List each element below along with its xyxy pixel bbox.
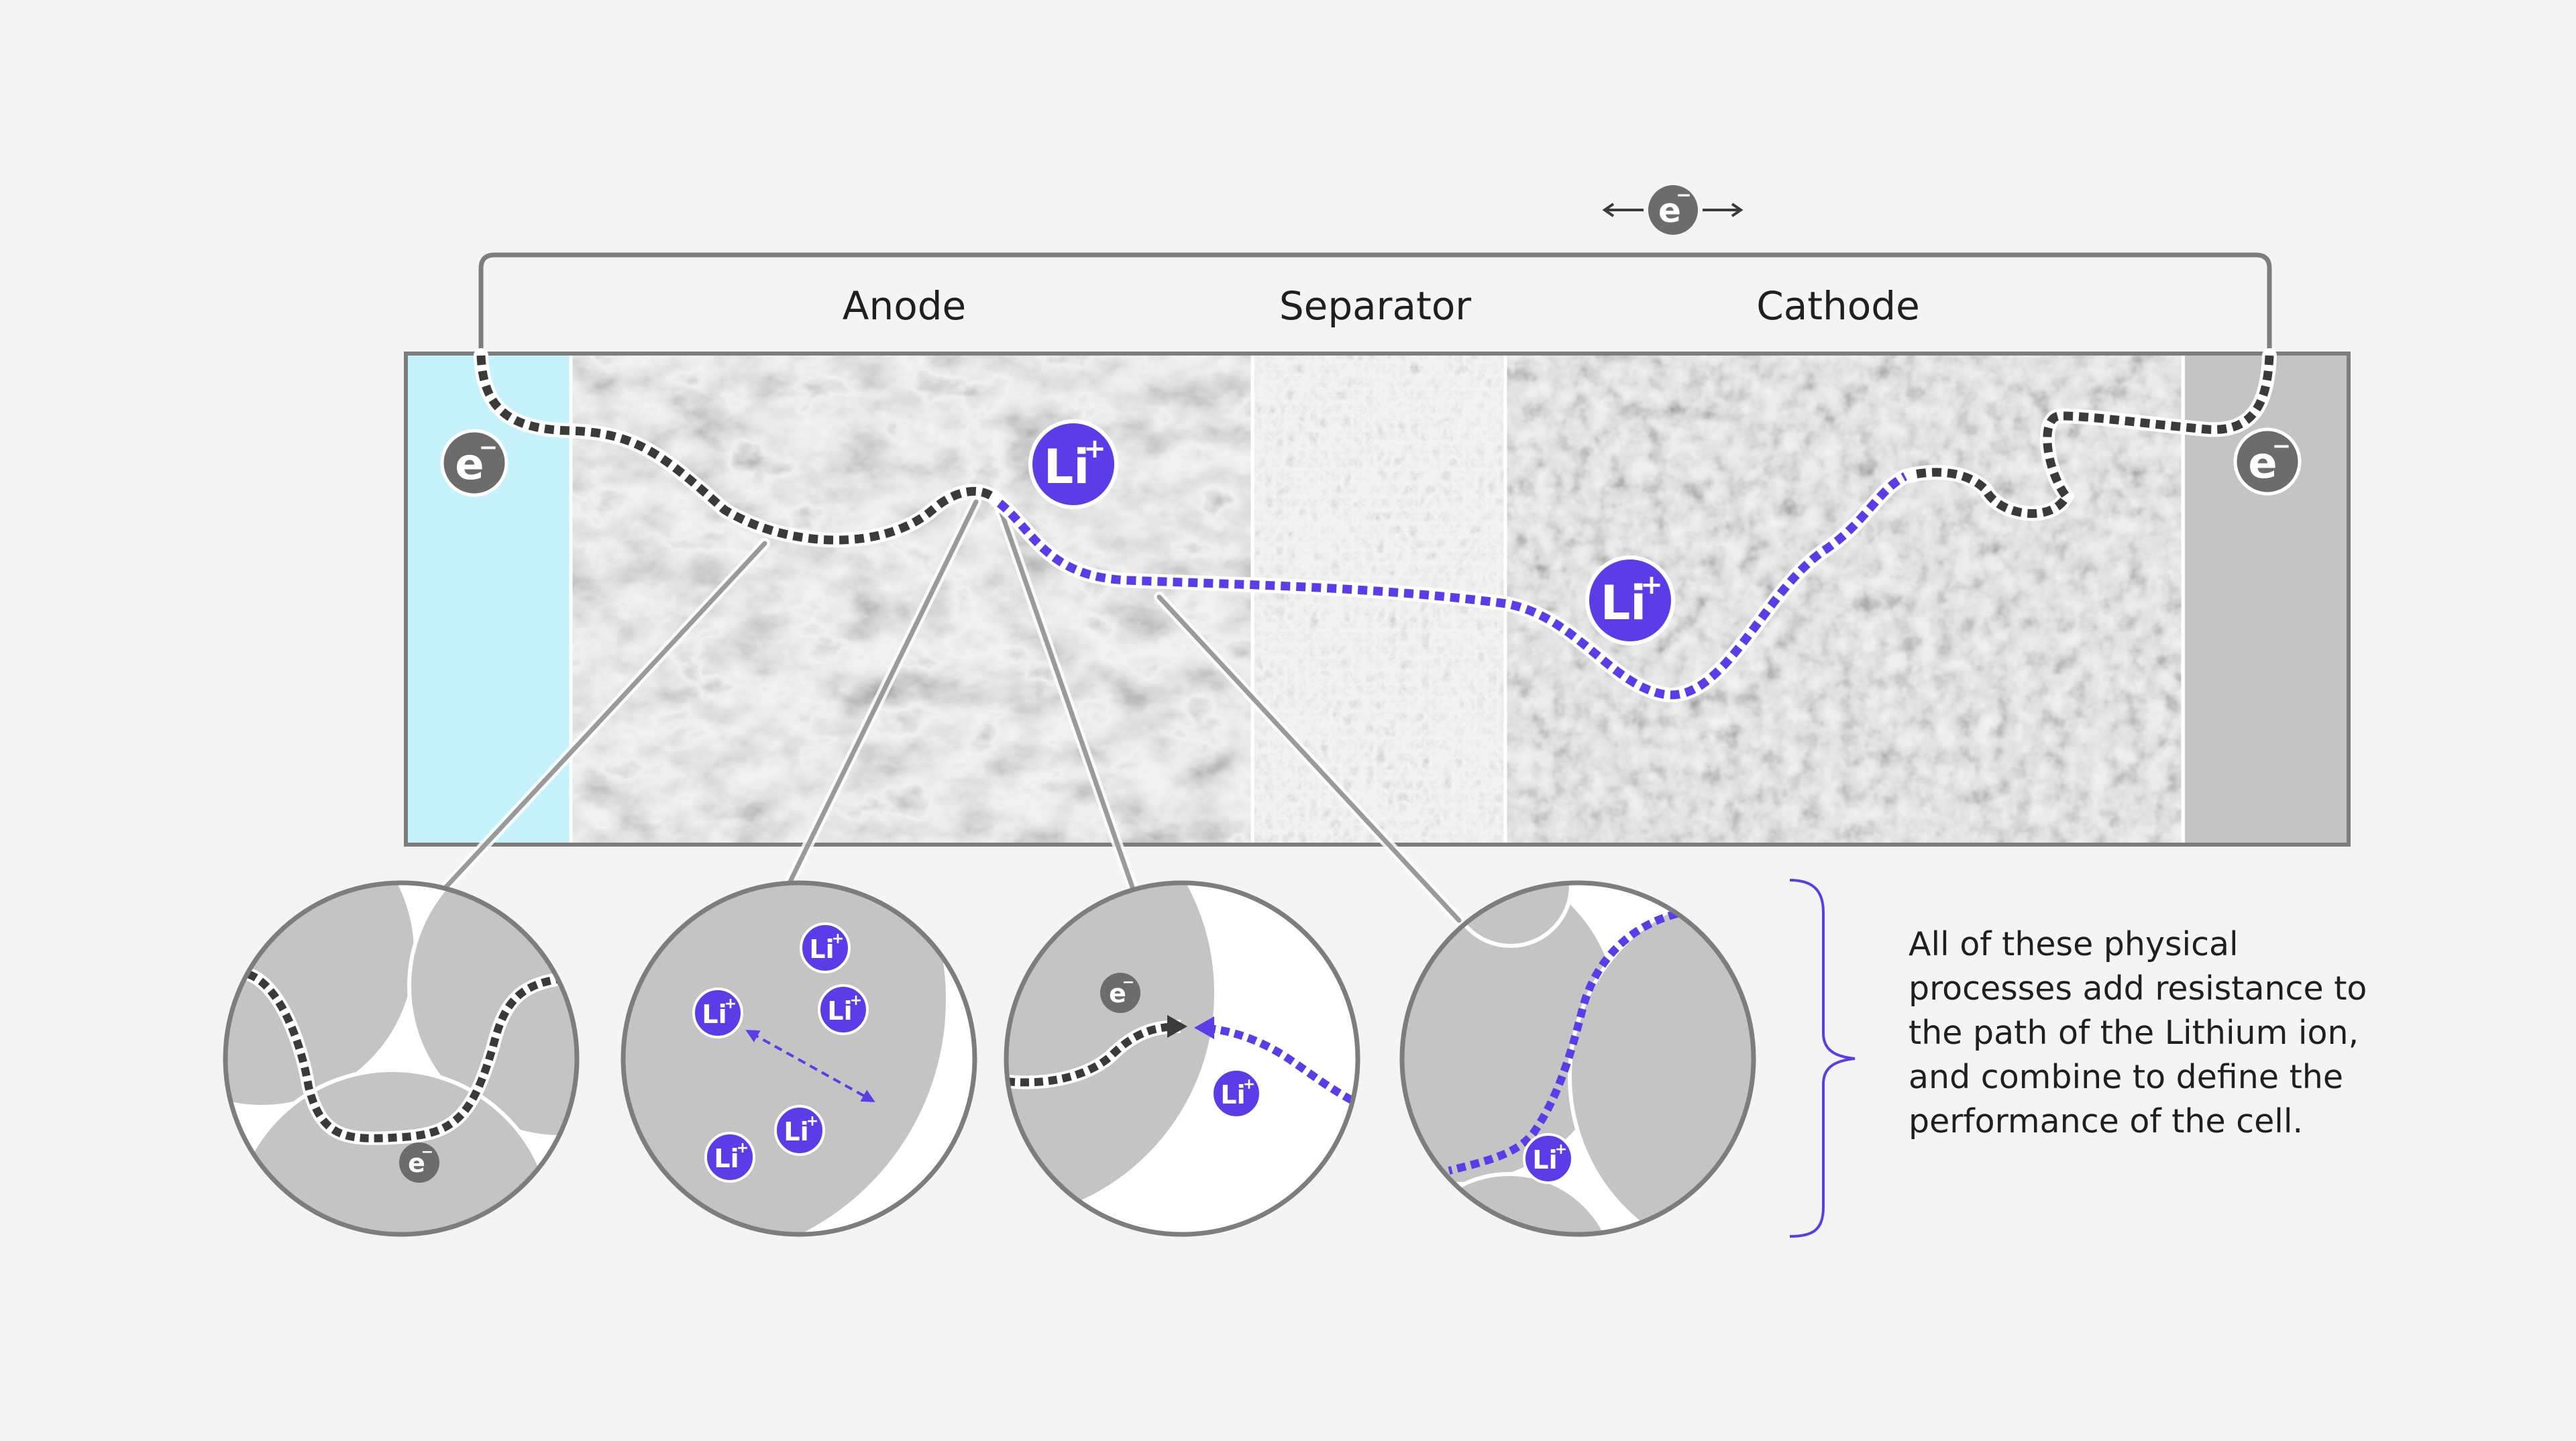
svg-text:−: −: [1122, 974, 1134, 991]
svg-text:Li: Li: [809, 935, 834, 964]
svg-text:+: +: [806, 1113, 818, 1130]
external-circuit-wire: [478, 252, 2272, 356]
electron-icon: e −: [399, 1142, 439, 1183]
lithium-ion-icon: Li +: [692, 988, 743, 1038]
summary-text: All of these physical processes add resi…: [1909, 925, 2367, 1140]
svg-text:+: +: [1555, 1141, 1567, 1158]
arrow-left-icon: [1602, 203, 1615, 217]
cell-frame: [404, 352, 2351, 847]
curly-brace-icon: [1789, 879, 1856, 1238]
anode-label: Anode: [843, 283, 966, 329]
lithium-ion-icon-anode: Li +: [1028, 419, 1118, 509]
arrow-right-icon: [1731, 203, 1743, 217]
svg-text:Li: Li: [827, 996, 852, 1026]
electron-icon: e −: [1100, 973, 1140, 1013]
svg-text:−: −: [479, 434, 498, 461]
svg-text:+: +: [1083, 433, 1106, 464]
cell-cross-section: [404, 352, 2351, 847]
lithium-ion-icon: Li +: [704, 1132, 755, 1183]
svg-text:e: e: [408, 1149, 425, 1178]
electron-icon: [1648, 185, 1698, 235]
svg-text:Li: Li: [784, 1117, 808, 1146]
lithium-ion-icon: Li +: [818, 984, 869, 1035]
lithium-ion-icon: Li +: [800, 922, 851, 973]
electron-icon-anode: e −: [440, 429, 508, 497]
lithium-ion-icon: Li +: [774, 1105, 825, 1156]
electron-flow-indicator: e −: [1602, 184, 1743, 235]
svg-text:+: +: [737, 1140, 749, 1157]
anode-sem-image: [572, 354, 1251, 845]
svg-text:Li: Li: [1220, 1080, 1245, 1110]
svg-text:Li: Li: [1532, 1145, 1557, 1175]
electron-icon-cathode: e −: [2233, 427, 2302, 496]
svg-text:Li: Li: [714, 1144, 739, 1173]
zoom-circle-charge-transfer: e − Li +: [1004, 880, 1360, 1237]
svg-text:e: e: [455, 440, 484, 490]
zoom-circle-electron-conduction: e −: [223, 880, 580, 1237]
svg-text:+: +: [1243, 1076, 1255, 1093]
cathode-label: Cathode: [1756, 283, 1920, 329]
svg-text:−: −: [2272, 433, 2292, 460]
svg-text:+: +: [724, 996, 737, 1012]
svg-text:+: +: [832, 930, 844, 947]
svg-text:Li: Li: [1601, 576, 1647, 631]
svg-text:−: −: [1676, 184, 1691, 206]
svg-text:e: e: [2248, 439, 2277, 488]
separator-label: Separator: [1279, 283, 1471, 329]
svg-text:Li: Li: [1044, 439, 1090, 494]
zoom-circle-ion-transport-pores: Li +: [1399, 880, 1756, 1237]
svg-text:e: e: [1109, 979, 1126, 1008]
svg-text:+: +: [850, 992, 862, 1009]
lithium-ion-icon-cathode: Li +: [1585, 555, 1675, 645]
lithium-ion-icon: Li +: [1211, 1068, 1262, 1119]
svg-text:e: e: [1658, 191, 1681, 230]
svg-text:−: −: [421, 1144, 433, 1161]
svg-text:Li: Li: [702, 1000, 727, 1029]
zoom-circle-ion-diffusion: Li + Li + Li + Li + Li +: [621, 880, 977, 1237]
svg-text:+: +: [1640, 570, 1663, 600]
lithium-ion-icon: Li +: [1523, 1133, 1574, 1184]
